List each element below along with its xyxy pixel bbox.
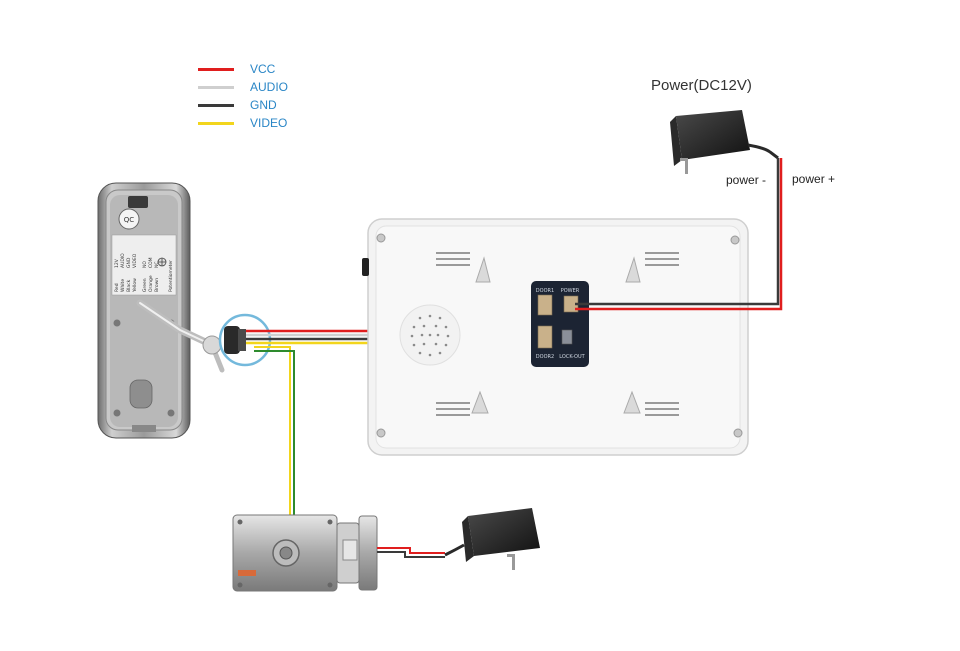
legend-label-gnd: GND bbox=[250, 98, 277, 112]
wire-lock-power-negative bbox=[377, 551, 445, 558]
qc-stamp-text: QC bbox=[124, 216, 135, 224]
potentiometer-cross-icon bbox=[158, 258, 166, 266]
qc-sticker: QC bbox=[118, 208, 140, 230]
port-door1 bbox=[537, 294, 553, 316]
lock-sticker bbox=[238, 570, 256, 576]
legend-swatch-vcc bbox=[198, 67, 234, 71]
wire-color-legend: VCC AUDIO GND VIDEO bbox=[198, 60, 288, 132]
indoor-monitor: DOOR1 POWER DOOR2 LOCK-OUT bbox=[362, 218, 749, 456]
legend-item-vcc: VCC bbox=[198, 60, 288, 78]
legend-item-video: VIDEO bbox=[198, 114, 288, 132]
pin-label-nc: NC bbox=[154, 261, 160, 268]
port-door2 bbox=[537, 325, 553, 349]
legend-swatch-audio bbox=[198, 85, 234, 89]
potentiometer-label: Potentiometer bbox=[168, 260, 174, 292]
lock-cable bbox=[254, 346, 295, 528]
legend-label-video: VIDEO bbox=[250, 116, 288, 130]
legend-item-audio: AUDIO bbox=[198, 78, 288, 96]
pin-label-com: COM bbox=[148, 257, 154, 268]
wire-label-yellow: Yellow bbox=[132, 278, 138, 293]
legend-item-gnd: GND bbox=[198, 96, 288, 114]
power-supply-title: Power(DC12V) bbox=[651, 77, 752, 94]
outdoor-unit: QC Red White Black Yellow 12V AUDIO GND … bbox=[97, 182, 225, 439]
wire-label-black: Black bbox=[126, 279, 132, 292]
legend-label-vcc: VCC bbox=[250, 62, 276, 76]
wire-lock-power-positive bbox=[377, 547, 445, 554]
wire-power-positive bbox=[575, 158, 783, 311]
wire-label-brown: Brown bbox=[154, 278, 160, 292]
outdoor-unit-label-plate: Red White Black Yellow 12V AUDIO GND VID… bbox=[111, 234, 177, 296]
wire-label-green: Green bbox=[142, 278, 148, 292]
port-label-lock-out: LOCK-OUT bbox=[559, 354, 585, 360]
pin-label-video: VIDEO bbox=[132, 253, 138, 268]
speaker-grille bbox=[399, 304, 461, 366]
wire-lock-signal bbox=[254, 346, 291, 528]
port-label-door2: DOOR2 bbox=[536, 354, 554, 360]
power-positive-label: power + bbox=[792, 172, 836, 186]
vent-grille bbox=[436, 252, 679, 416]
electric-lock bbox=[232, 514, 445, 592]
port-label-power: POWER bbox=[561, 288, 580, 294]
pin-label-no: NO bbox=[142, 261, 148, 268]
legend-swatch-gnd bbox=[198, 103, 234, 107]
wire-power-negative bbox=[575, 158, 780, 306]
legend-swatch-video bbox=[198, 121, 234, 125]
pin-label-gnd: GND bbox=[126, 257, 132, 268]
port-lock-out bbox=[561, 329, 573, 345]
legend-label-audio: AUDIO bbox=[250, 80, 289, 94]
power-negative-label: power - bbox=[726, 173, 767, 187]
pin-label-audio: AUDIO bbox=[120, 253, 126, 268]
port-label-door1: DOOR1 bbox=[536, 288, 554, 294]
wire-label-white: White bbox=[120, 279, 126, 292]
wire-lock-ground bbox=[254, 350, 295, 528]
power-adapter-monitor bbox=[575, 110, 783, 311]
pin-label-12v: 12V bbox=[114, 258, 120, 268]
wire-label-red: Red bbox=[114, 283, 120, 292]
power-adapter-lock bbox=[444, 508, 540, 570]
wire-label-orange: Orange bbox=[148, 275, 154, 292]
connector-panel: DOOR1 POWER DOOR2 LOCK-OUT bbox=[531, 281, 589, 367]
